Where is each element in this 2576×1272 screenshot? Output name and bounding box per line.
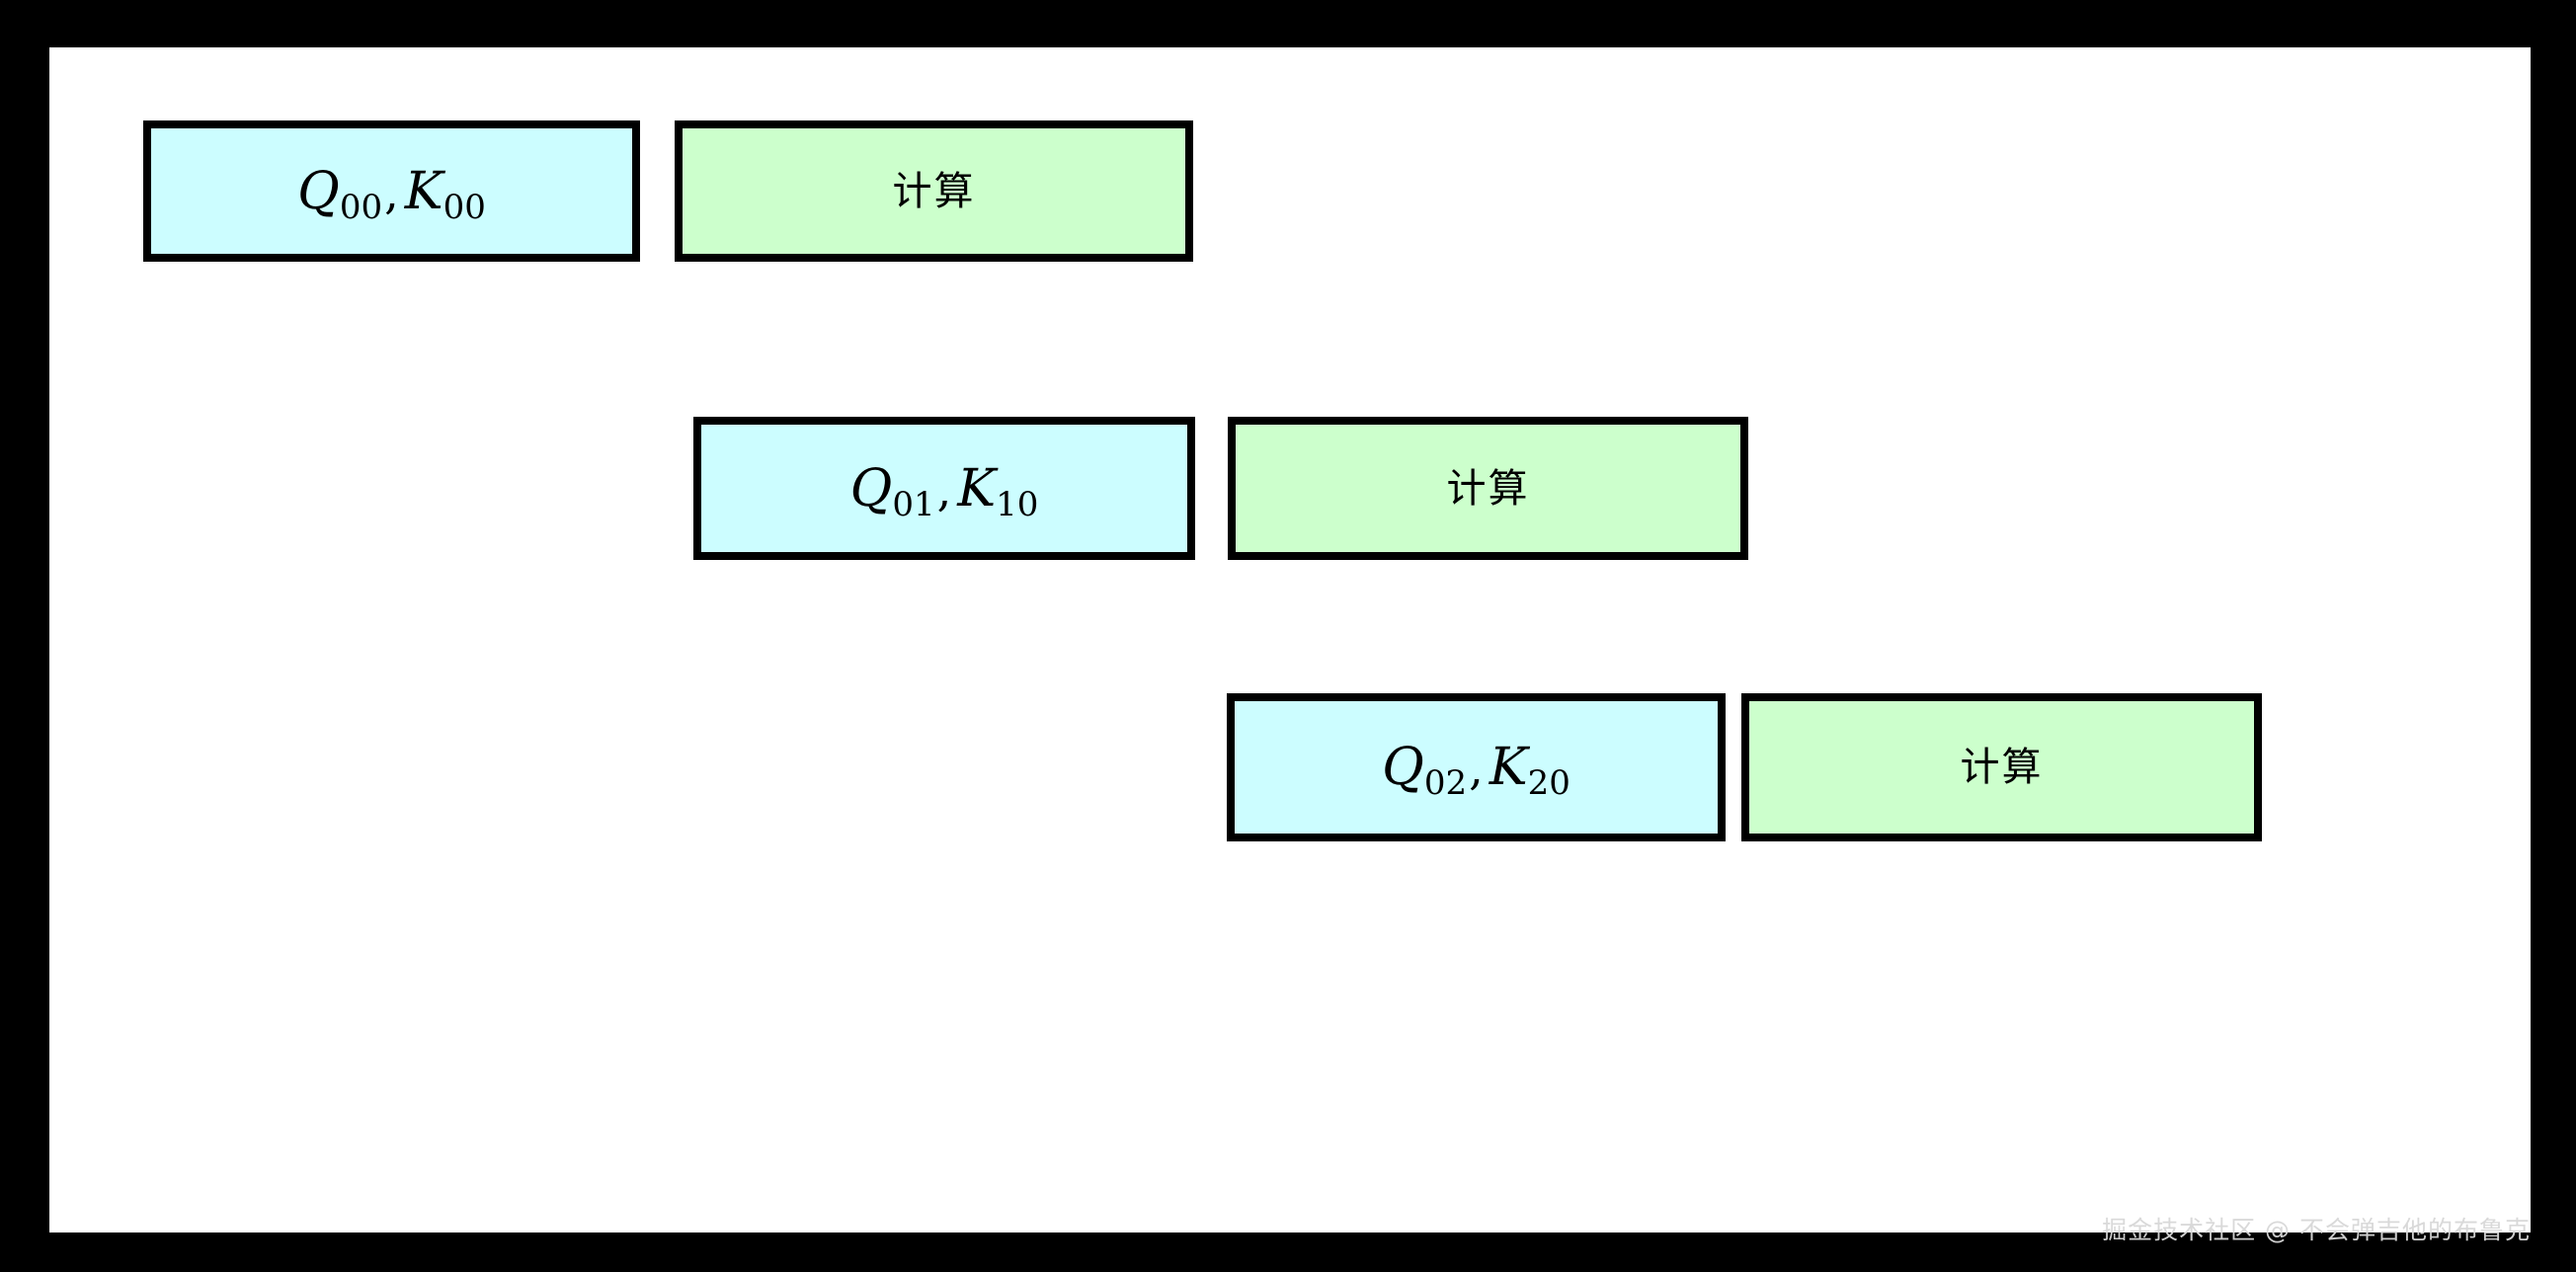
q-subscript-row-0: 00 xyxy=(339,187,383,227)
compute-label-row-2: 计算 xyxy=(1960,745,2044,790)
q-symbol-row-0: Q xyxy=(297,161,340,221)
k-subscript-row-0: 00 xyxy=(443,187,486,227)
k-subscript-row-1: 10 xyxy=(996,484,1039,524)
compute-box-row-2[interactable]: 计算 xyxy=(1741,693,2262,841)
compute-box-row-1[interactable]: 计算 xyxy=(1228,417,1748,560)
q-symbol-row-2: Q xyxy=(1382,738,1424,797)
compute-label-row-0: 计算 xyxy=(892,168,976,214)
k-symbol-row-2: K xyxy=(1489,738,1528,797)
separator-row-1: , xyxy=(936,462,952,517)
separator-row-2: , xyxy=(1469,742,1484,795)
q-symbol-row-1: Q xyxy=(849,458,893,518)
compute-box-row-0[interactable]: 计算 xyxy=(675,120,1193,262)
compute-label-row-1: 计算 xyxy=(1446,465,1530,512)
q-subscript-row-1: 01 xyxy=(892,484,935,524)
q-subscript-row-2: 02 xyxy=(1423,763,1468,803)
separator-row-0: , xyxy=(384,165,399,219)
k-subscript-row-2: 20 xyxy=(1527,763,1570,803)
k-symbol-row-1: K xyxy=(957,458,997,518)
k-symbol-row-0: K xyxy=(404,161,443,221)
watermark: 掘金技术社区 @ 不会弹吉他的布鲁克 xyxy=(2102,1216,2531,1244)
